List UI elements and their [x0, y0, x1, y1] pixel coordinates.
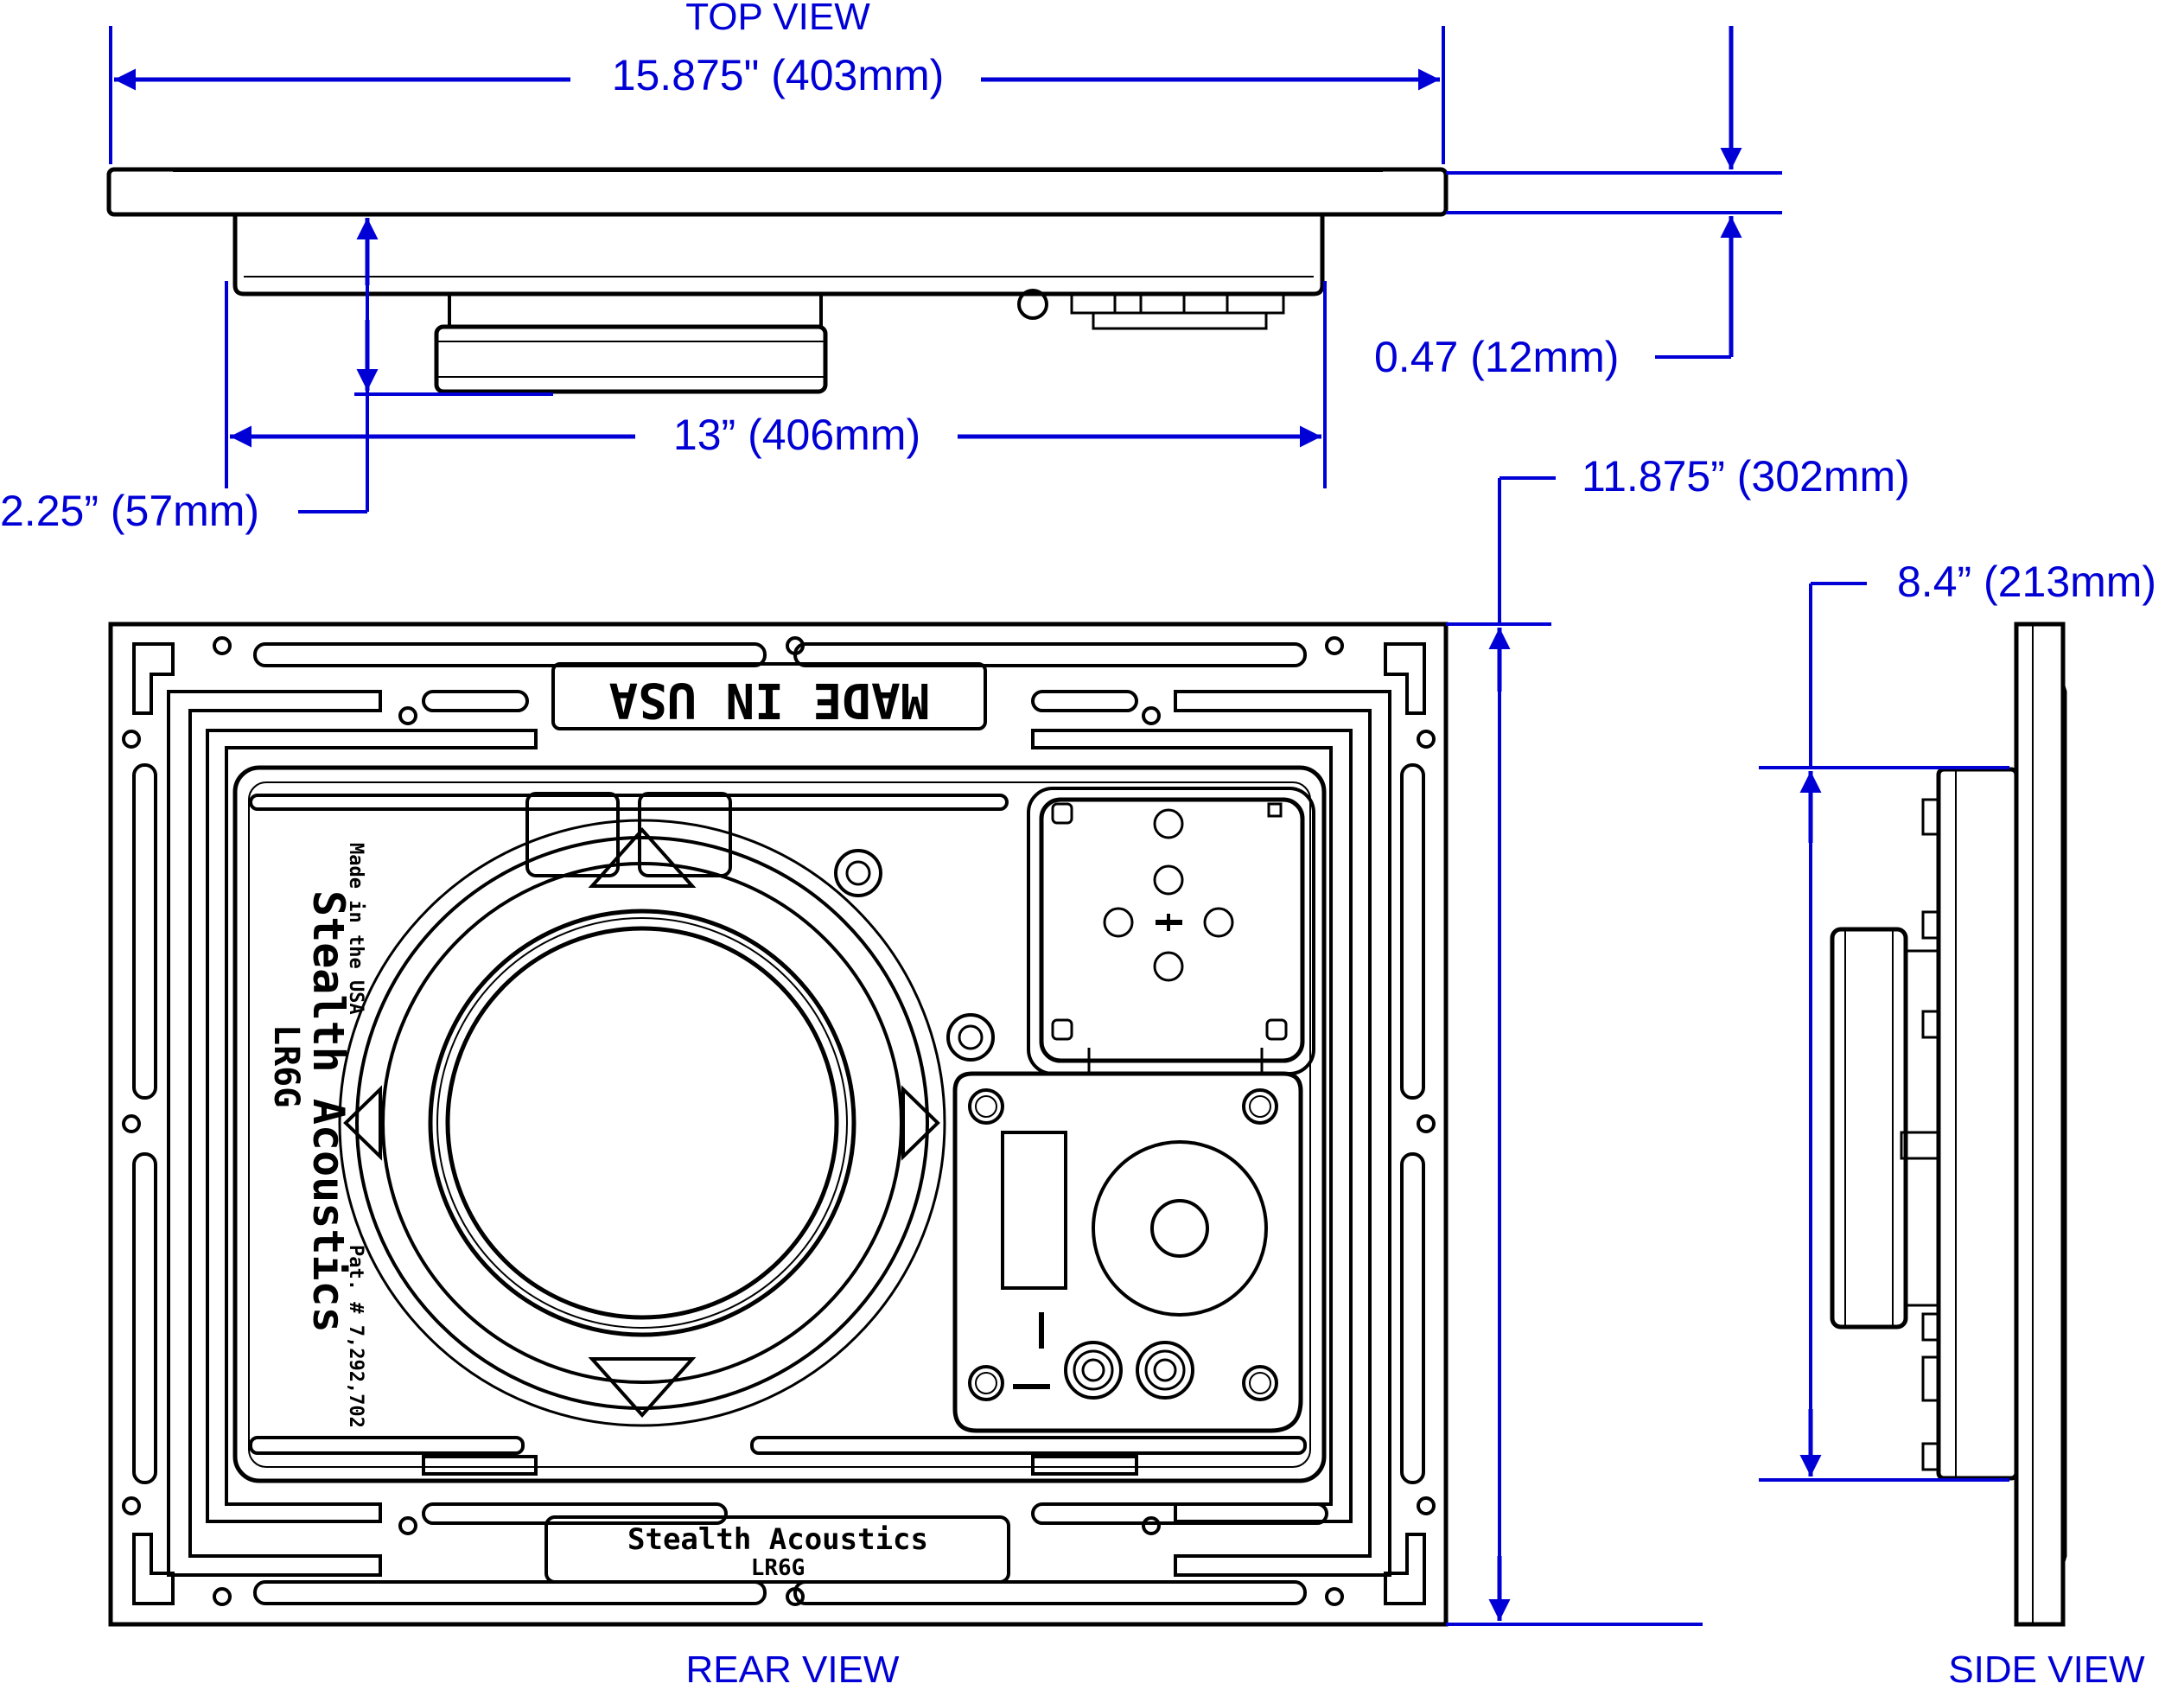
cutout-height-label: 8.4” (213mm) — [1897, 558, 2156, 606]
fuse-slot — [1001, 1131, 1067, 1290]
top-view: TOP VIEW 15.875" (403mm) 13” (406mm) — [0, 0, 1782, 535]
brand-plate-text: Stealth Acoustics — [627, 1522, 928, 1557]
top-view-label: TOP VIEW — [685, 0, 870, 38]
side-flange — [2014, 622, 2066, 1627]
brand-plate — [544, 1515, 1010, 1584]
made-in-usa-vertical: Made in the USA — [345, 843, 366, 1015]
side-view-label: SIDE VIEW — [1948, 1649, 2145, 1690]
side-magnet — [1830, 927, 1908, 1330]
rear-frame — [108, 622, 1449, 1627]
side-body — [1936, 767, 2019, 1481]
mounting-holes — [122, 636, 1436, 1606]
crossover-plate — [1027, 787, 1315, 1075]
terminal-post-negative — [1136, 1341, 1194, 1400]
terminal-post-positive — [1064, 1341, 1123, 1400]
cutout-width-label: 13” (406mm) — [673, 411, 920, 459]
brand-plate-model: LR6G — [751, 1555, 805, 1581]
rear-view: MADE IN USA Stealth Acoustics LR6G — [108, 452, 1910, 1690]
brand-vertical: Stealth Acoustics — [303, 890, 353, 1333]
rear-view-label: REAR VIEW — [686, 1649, 900, 1690]
model-vertical: LR6G — [266, 1024, 306, 1107]
made-in-usa-plate — [551, 662, 987, 730]
inner-tray — [232, 765, 1327, 1483]
terminal-plate — [952, 1071, 1303, 1433]
overall-width-label: 15.875" (403mm) — [612, 51, 945, 99]
woofer — [338, 819, 946, 1427]
side-view: 8.4” (213mm) SIDE VIEW — [1759, 558, 2156, 1690]
top-magnet — [434, 324, 828, 394]
flange-label: 0.47 (12mm) — [1374, 333, 1619, 381]
overall-height-label: 11.875” (302mm) — [1582, 452, 1910, 501]
top-flange — [106, 167, 1449, 217]
tweeter — [1092, 1140, 1268, 1317]
depth-label: 2.25” (57mm) — [0, 487, 259, 535]
top-body — [232, 214, 1325, 297]
made-in-usa-text: MADE IN USA — [609, 672, 930, 728]
patent-vertical: Pat. # 7,292,702 — [345, 1245, 366, 1428]
